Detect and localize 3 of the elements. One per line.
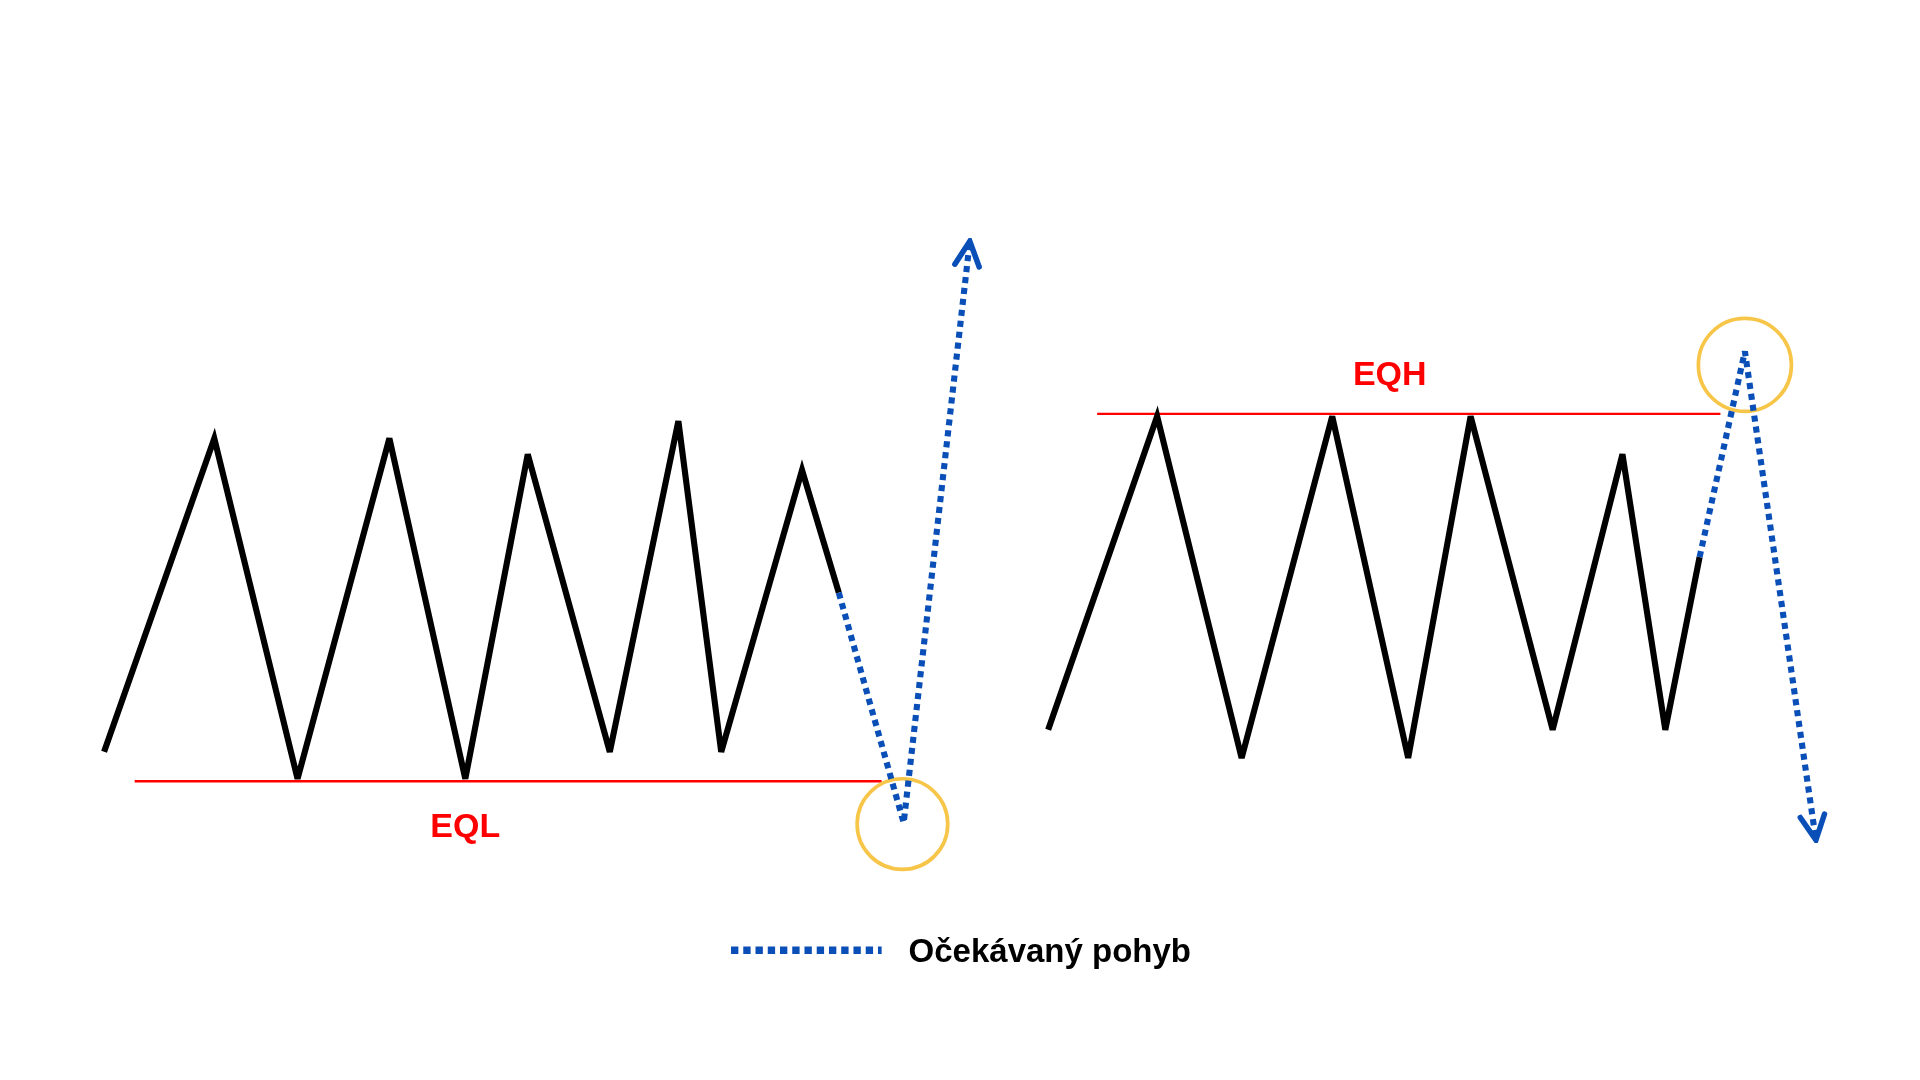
legend-text: Očekávaný pohyb (908, 933, 1191, 967)
level-label: EQH (1352, 356, 1427, 391)
level-label: EQL (430, 808, 501, 843)
